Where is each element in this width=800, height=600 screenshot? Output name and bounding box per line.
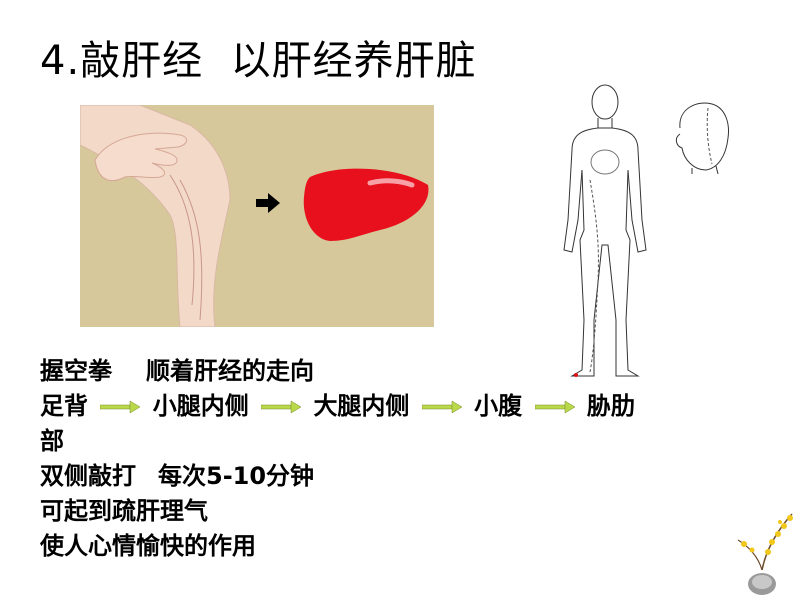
fist-instruction: 握空拳 bbox=[40, 357, 112, 385]
instruction-line-5: 使人心情愉快的作用 bbox=[40, 532, 256, 560]
black-right-arrow-icon bbox=[256, 193, 280, 213]
route-step: 小腿内侧 bbox=[152, 392, 249, 420]
head-outline bbox=[675, 102, 729, 171]
follow-meridian-instruction: 顺着肝经的走向 bbox=[146, 357, 314, 385]
body-outline-drawing bbox=[563, 84, 647, 377]
instruction-line-4: 可起到疏肝理气 bbox=[40, 497, 208, 525]
meridian-line bbox=[169, 174, 195, 306]
figure-torso-legs bbox=[570, 169, 640, 377]
head-meridian-path bbox=[706, 107, 713, 165]
figure-chest bbox=[590, 149, 620, 175]
route-step: 小腹 bbox=[474, 392, 523, 420]
instruction-route-cont: 部 bbox=[40, 424, 720, 459]
head-meridian-figure bbox=[668, 98, 734, 175]
tap-both-sides: 双侧敲打 bbox=[40, 462, 136, 490]
duration: 每次5-10分钟 bbox=[158, 462, 315, 490]
figure-head bbox=[591, 84, 619, 120]
instruction-route: 足背 小腿内侧 大腿内侧 小腹 胁肋 bbox=[40, 389, 720, 424]
head-neck bbox=[691, 165, 719, 175]
right-arrow-icon bbox=[100, 400, 141, 414]
head-outline-drawing bbox=[675, 102, 729, 175]
slide-title: 4.敲肝经 以肝经养肝脏 bbox=[40, 38, 477, 84]
leg-liver-illustration bbox=[79, 104, 434, 328]
instruction-text: 握空拳 顺着肝经的走向 足背 小腿内侧 大腿内侧 小腹 胁肋 部 双侧敲打每次5-… bbox=[40, 354, 720, 564]
route-step: 大腿内侧 bbox=[313, 392, 410, 420]
route-step: 足背 bbox=[40, 392, 88, 420]
leg-liver-drawing bbox=[79, 104, 429, 328]
meridian-line bbox=[179, 179, 203, 321]
figure-neck bbox=[597, 118, 613, 129]
figure-left-arm bbox=[563, 127, 599, 253]
meridian-start-point bbox=[574, 373, 578, 377]
route-step: 部 bbox=[40, 427, 64, 455]
right-arrow-icon bbox=[421, 400, 462, 414]
liver-highlight bbox=[367, 178, 415, 188]
figure-right-arm bbox=[611, 127, 647, 253]
flower-vase-decoration bbox=[732, 510, 796, 596]
hand-shape bbox=[94, 132, 187, 182]
liver-meridian-path bbox=[589, 179, 599, 373]
route-step: 胁肋 bbox=[586, 392, 635, 420]
instruction-line-3: 双侧敲打每次5-10分钟 bbox=[40, 459, 720, 494]
body-meridian-figure bbox=[550, 80, 660, 385]
flower-vase-icon bbox=[737, 513, 793, 595]
liver-shape bbox=[303, 168, 429, 241]
right-arrow-icon bbox=[534, 400, 575, 414]
instruction-line-1: 握空拳 顺着肝经的走向 bbox=[40, 354, 720, 389]
right-arrow-icon bbox=[261, 400, 302, 414]
